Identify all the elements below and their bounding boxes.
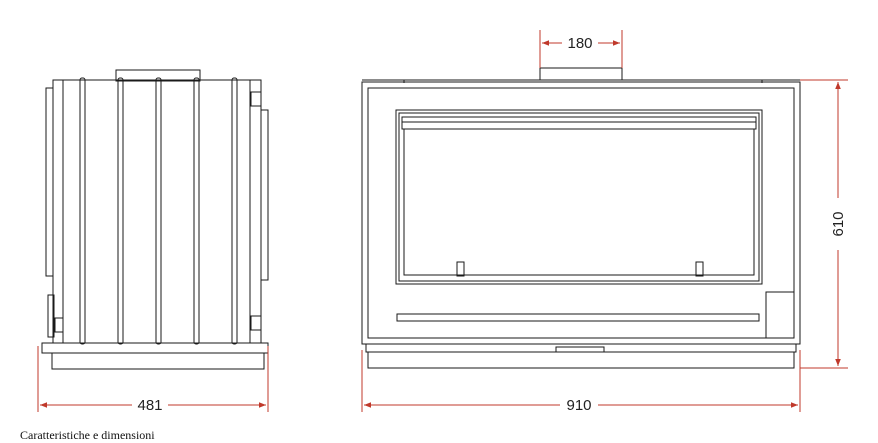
depth-dimension-label: 481 [137,397,162,414]
front-view [361,67,801,369]
dimension-lines [37,30,848,412]
top-outlet-dimension-label: 180 [567,35,592,52]
caption-text: Caratteristiche e dimensioni [20,428,155,442]
height-dimension-label: 610 [830,211,847,236]
side-view [41,69,269,370]
width-dimension-label: 910 [566,397,591,414]
